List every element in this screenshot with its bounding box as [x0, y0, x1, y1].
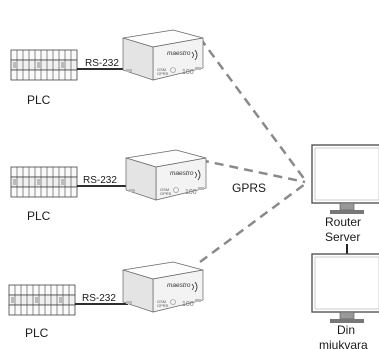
client-label-line2: mjukvara: [319, 338, 368, 349]
gprs-link-2: [199, 158, 306, 184]
modem-brand-label: maestro: [170, 170, 194, 177]
gprs-label: GPRS: [232, 181, 266, 195]
maestro-modem-icon: maestro 100: [125, 149, 207, 201]
client-monitor-icon: [311, 253, 379, 324]
router-server: Router Server: [311, 144, 379, 244]
client-label-line1: Din: [337, 323, 355, 337]
device-row-1: PLC RS-232 maestro 100: [10, 29, 204, 107]
plc-icon: [10, 166, 78, 198]
client-software: Din mjukvara: [311, 253, 379, 349]
rs232-label: RS-232: [85, 58, 119, 69]
plc-icon: [8, 284, 76, 316]
gprs-link-3: [199, 182, 306, 264]
modem-brand-label: maestro: [167, 282, 191, 289]
device-row-2: PLC RS-232 maestro 100: [10, 149, 207, 223]
server-label-line2: Server: [325, 230, 360, 244]
maestro-modem-icon: maestro 100: [122, 261, 204, 313]
plc-label: PLC: [27, 209, 51, 223]
server-monitor-icon: [311, 144, 379, 215]
modem-model-label: 100: [185, 189, 197, 196]
plc-label: PLC: [27, 93, 51, 107]
modem-model-label: 100: [182, 69, 194, 76]
gprs-link-1: [198, 37, 307, 181]
modem-model-label: 100: [182, 301, 194, 308]
rs232-label: RS-232: [82, 293, 116, 304]
rs232-label: RS-232: [83, 175, 117, 186]
plc-label: PLC: [25, 326, 49, 340]
plc-icon: [10, 49, 78, 81]
device-row-3: PLC RS-232 maestro 100: [8, 261, 204, 340]
maestro-modem-icon: maestro 100: [122, 29, 204, 81]
server-label-line1: Router: [325, 215, 361, 229]
gprs-links: [198, 37, 307, 264]
modem-brand-label: maestro: [167, 50, 191, 57]
